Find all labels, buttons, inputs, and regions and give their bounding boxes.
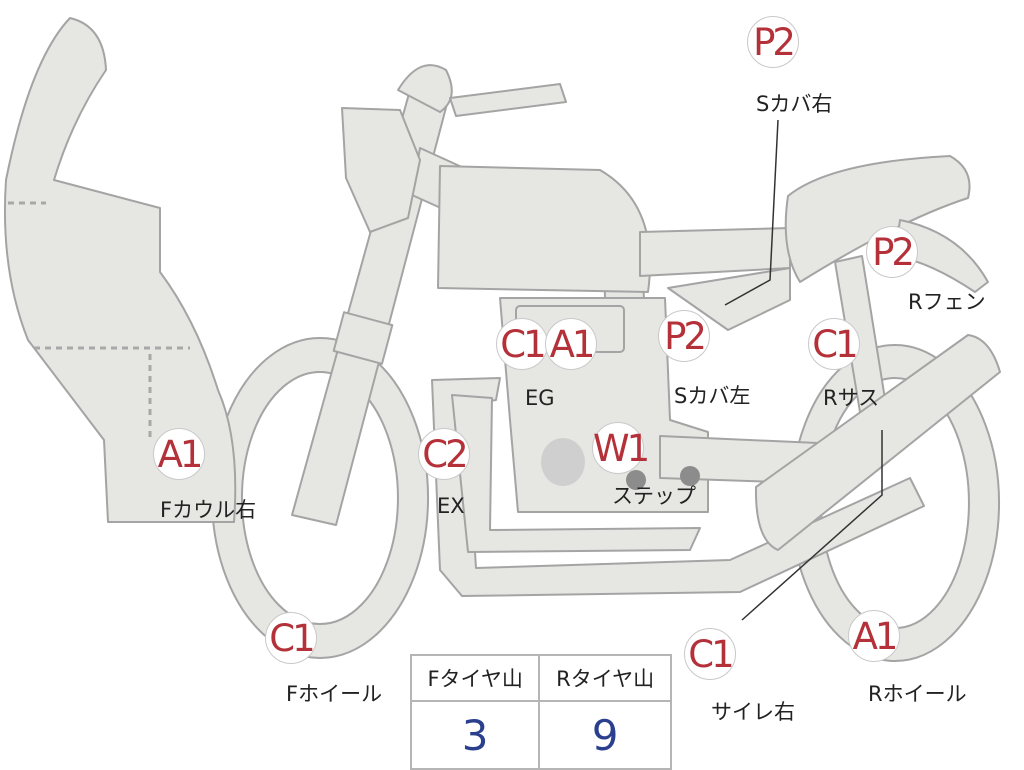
rear-tire-header: Rタイヤ山 <box>538 654 672 702</box>
exhaust-pipe <box>431 377 925 597</box>
part-label: サイレ右 <box>711 700 795 724</box>
side-cover <box>639 227 791 277</box>
code-badge: P2 <box>747 16 799 68</box>
front-tire-header: Fタイヤ山 <box>409 654 541 702</box>
code-badge: A1 <box>848 610 900 662</box>
code-badge: W1 <box>592 422 650 474</box>
code-badge: C1 <box>265 612 317 664</box>
front-tire-value: 3 <box>409 700 541 770</box>
headlight <box>341 107 421 233</box>
mirror <box>397 64 453 113</box>
part-label: EX <box>437 494 465 518</box>
rear-panel <box>667 267 791 331</box>
silencer <box>754 334 1001 551</box>
tire-tread-table: Fタイヤ山 Rタイヤ山 3 9 <box>409 654 672 770</box>
front-fairing <box>3 17 237 523</box>
fork-guard <box>332 311 394 365</box>
exhaust-pipe-inner <box>451 394 701 553</box>
part-label: ステップ <box>612 484 696 508</box>
part-label: Sカバ右 <box>756 92 833 116</box>
seat <box>784 155 971 283</box>
code-badge: P2 <box>866 226 918 278</box>
part-label: Fカウル右 <box>160 498 257 522</box>
code-badge: C1 <box>496 318 548 370</box>
part-label: Sカバ左 <box>674 384 751 408</box>
code-badge: A1 <box>545 318 597 370</box>
rear-tire-value: 9 <box>538 700 672 770</box>
code-badge: A1 <box>153 428 205 480</box>
handlebar <box>449 83 567 117</box>
part-label: Rフェン <box>908 290 986 314</box>
code-badge: C2 <box>418 428 470 480</box>
code-badge: P2 <box>658 310 710 362</box>
part-label: Fホイール <box>286 682 383 706</box>
part-label: Rホイール <box>868 682 967 706</box>
code-badge: C1 <box>684 628 736 680</box>
part-label: EG <box>525 386 555 410</box>
code-badge: C1 <box>808 318 860 370</box>
fuel-tank <box>437 165 651 293</box>
part-label: Rサス <box>823 386 880 410</box>
front-wheel <box>211 337 430 659</box>
engine-case <box>541 438 585 486</box>
